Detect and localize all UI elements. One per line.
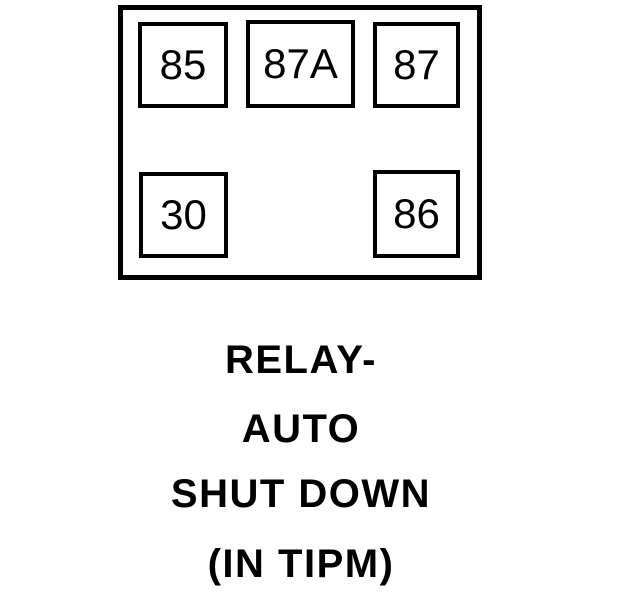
- caption-line-relay: RELAY-: [224, 338, 377, 382]
- pin-86: 86: [373, 170, 460, 258]
- pin-87: 87: [373, 22, 460, 108]
- pin-86-label: 86: [393, 190, 440, 237]
- pin-85-label: 85: [159, 41, 207, 88]
- pin-30-label: 30: [160, 191, 207, 238]
- caption-line-in-tipm: (IN TIPM): [207, 542, 395, 586]
- caption-line-auto: AUTO: [241, 407, 361, 451]
- caption-line-shut-down: SHUT DOWN: [170, 472, 432, 516]
- pin-85: 85: [138, 22, 228, 108]
- pin-87-label: 87: [393, 41, 440, 88]
- pin-87a-label: 87A: [263, 40, 338, 87]
- pin-87a: 87A: [246, 20, 355, 108]
- pin-30: 30: [139, 172, 228, 258]
- relay-outline: 85 87A 87 30 86: [118, 5, 482, 280]
